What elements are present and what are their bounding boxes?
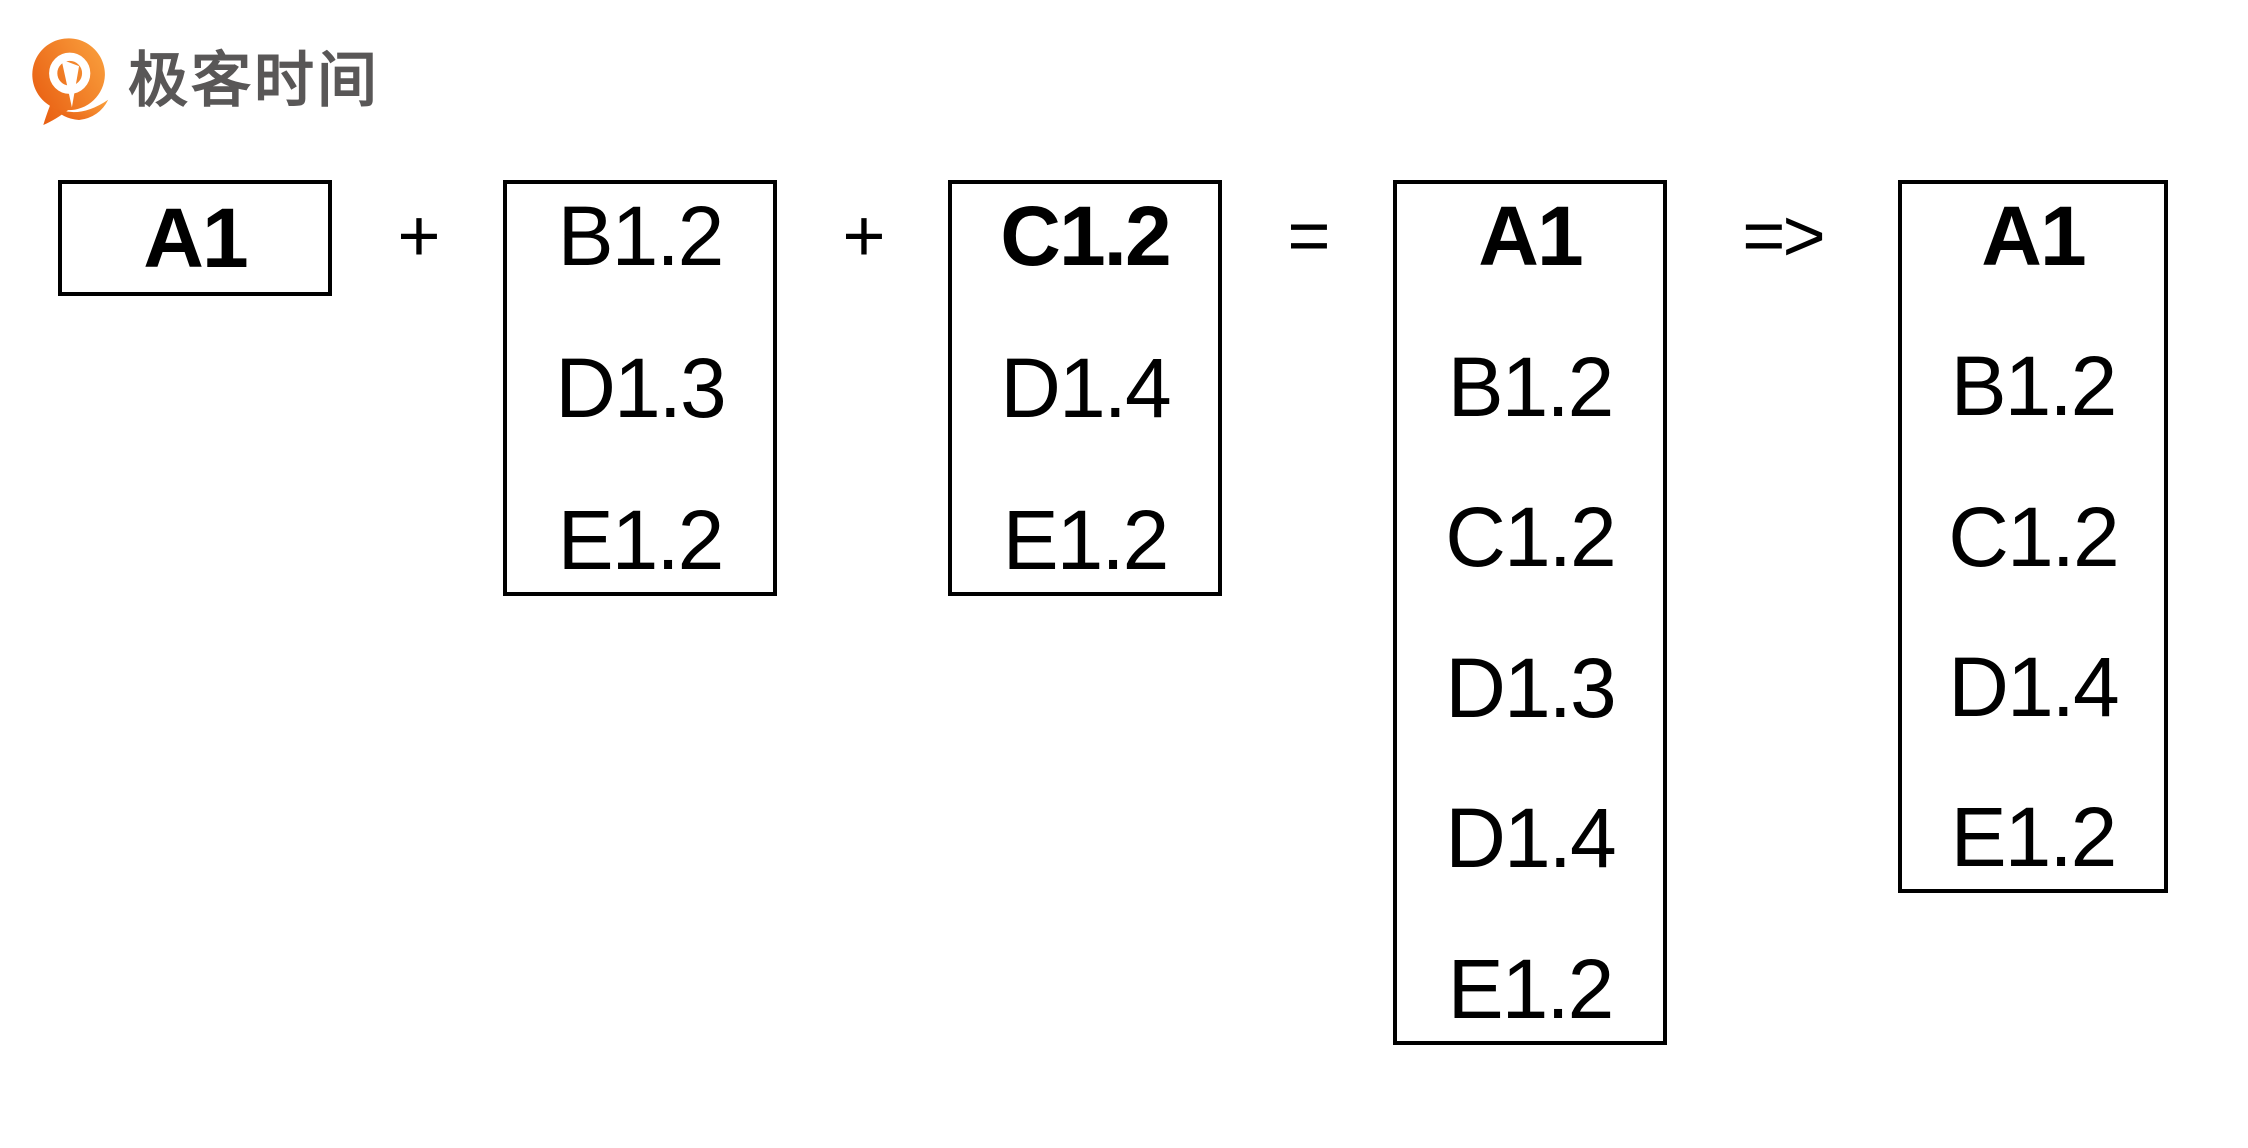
geektime-pin-icon [30, 37, 116, 125]
dependency-label: B1.2 [557, 189, 725, 283]
dependency-label: D1.3 [1445, 640, 1616, 735]
resolved-deps-box: A1 B1.2 C1.2 D1.4 E1.2 [1898, 180, 2168, 893]
module-a-box: A1 [58, 180, 332, 296]
dependency-label: A1 [1981, 189, 2086, 283]
dependency-label: A1 [143, 191, 248, 285]
dependency-label: A1 [1478, 189, 1583, 283]
geektime-brand-text: 极客时间 [128, 47, 380, 114]
dependency-label: B1.2 [1950, 339, 2118, 434]
dependency-label: E1.2 [1447, 941, 1615, 1036]
geektime-logo: 极客时间 [30, 36, 380, 126]
dependency-label: D1.4 [1445, 791, 1616, 886]
module-c-deps-box: C1.2 D1.4 E1.2 [948, 180, 1222, 596]
dependency-label: C1.2 [1948, 489, 2119, 584]
dependency-label: D1.4 [1000, 341, 1171, 435]
merged-deps-box: A1 B1.2 C1.2 D1.3 D1.4 E1.2 [1393, 180, 1667, 1045]
plus-operator-1: + [397, 194, 440, 277]
dependency-label: D1.3 [555, 341, 726, 435]
dependency-label: E1.2 [1950, 790, 2118, 884]
dependency-label: C1.2 [1000, 189, 1171, 283]
arrow-operator: => [1742, 194, 1825, 277]
dependency-label: D1.4 [1948, 639, 2119, 734]
plus-operator-2: + [842, 194, 885, 277]
module-b-deps-box: B1.2 D1.3 E1.2 [503, 180, 777, 596]
dependency-label: E1.2 [1002, 493, 1170, 587]
dependency-label: C1.2 [1445, 490, 1616, 585]
dependency-label: B1.2 [1447, 339, 1615, 434]
dependency-label: E1.2 [557, 493, 725, 587]
equals-operator: = [1287, 194, 1330, 277]
